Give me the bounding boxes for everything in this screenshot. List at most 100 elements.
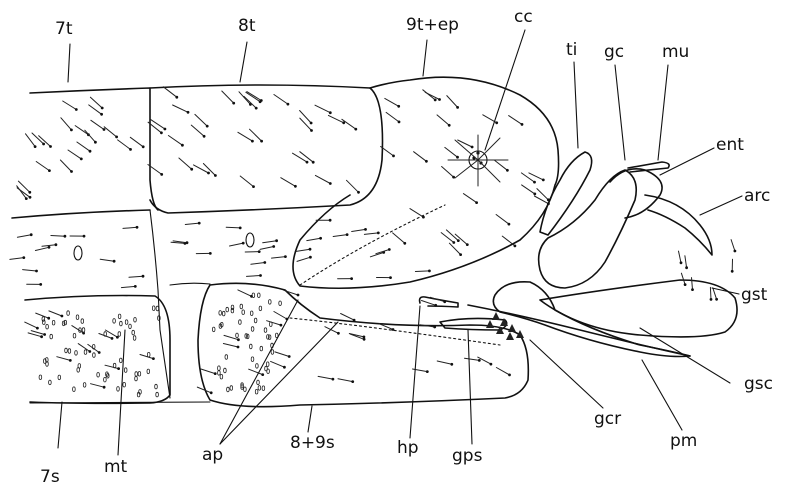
sternite-stippling xyxy=(39,293,281,397)
pore xyxy=(79,328,82,333)
seta-socket xyxy=(239,227,242,230)
pore xyxy=(82,328,85,333)
seta xyxy=(271,361,285,367)
seta xyxy=(173,105,188,112)
pore xyxy=(135,376,138,381)
pore xyxy=(133,336,136,341)
seta xyxy=(495,161,508,171)
pore xyxy=(212,327,215,332)
seta xyxy=(297,257,310,261)
seta-socket xyxy=(377,232,380,235)
seta-socket xyxy=(332,378,335,381)
pore xyxy=(125,320,128,325)
seta-socket xyxy=(80,158,83,161)
pore xyxy=(270,322,273,327)
seta-socket xyxy=(452,241,455,244)
seta-socket xyxy=(471,146,474,149)
seta-socket xyxy=(433,326,436,329)
pore xyxy=(65,348,68,353)
seta-socket xyxy=(542,179,545,182)
pore xyxy=(231,308,234,313)
seta xyxy=(422,301,436,306)
seta xyxy=(60,160,71,172)
seta xyxy=(17,188,30,198)
labels: 7t 8t 9t+ep cc ti gc mu ent arc gst gsc … xyxy=(40,7,773,485)
seta xyxy=(364,233,378,235)
seta-socket xyxy=(426,370,429,373)
seta xyxy=(342,119,356,129)
seta xyxy=(284,290,298,295)
seta-socket xyxy=(297,294,300,297)
pore xyxy=(147,352,150,357)
seta-socket xyxy=(39,283,42,286)
seta-socket xyxy=(55,243,58,246)
seta-socket xyxy=(232,102,235,105)
seta-socket xyxy=(186,241,189,244)
pore xyxy=(124,368,127,373)
seta xyxy=(328,115,343,122)
seta xyxy=(445,147,458,157)
pore xyxy=(156,306,159,311)
seta xyxy=(75,126,88,135)
pore xyxy=(117,387,120,392)
pore xyxy=(258,386,261,391)
seta-socket xyxy=(98,351,101,354)
pore xyxy=(220,374,223,379)
seta xyxy=(130,137,143,147)
seta-socket xyxy=(40,335,43,338)
seta-socket xyxy=(715,298,718,301)
seta xyxy=(267,321,281,325)
seta xyxy=(222,91,234,103)
seta-socket xyxy=(111,337,114,340)
pore xyxy=(84,350,87,355)
seta-socket xyxy=(34,145,37,148)
label-7t: 7t xyxy=(55,19,73,39)
pore xyxy=(83,383,86,388)
seta-socket xyxy=(134,285,137,288)
seta-socket xyxy=(214,372,217,375)
seta-socket xyxy=(459,253,462,256)
seta-socket xyxy=(466,243,469,246)
seta xyxy=(502,236,515,246)
seta-socket xyxy=(354,128,357,131)
seta xyxy=(191,125,204,136)
seta-socket xyxy=(287,103,290,106)
seta xyxy=(201,369,215,374)
seta xyxy=(463,194,476,203)
seta-socket xyxy=(478,359,481,362)
seta-socket xyxy=(353,319,356,322)
pore xyxy=(73,387,76,392)
seta xyxy=(315,105,330,113)
seta-socket xyxy=(364,228,367,231)
tergite-9-epiproct xyxy=(293,77,559,288)
pore xyxy=(152,306,155,311)
pore xyxy=(123,382,126,387)
seta xyxy=(338,379,353,382)
seta-socket xyxy=(209,252,212,255)
spiracle-7 xyxy=(74,246,82,260)
seta xyxy=(410,209,424,218)
seta-socket xyxy=(160,173,163,176)
seta-socket xyxy=(357,191,360,194)
label-mt: mt xyxy=(104,457,128,477)
seta-socket xyxy=(448,124,451,127)
seta xyxy=(441,233,454,243)
seta xyxy=(230,243,244,246)
seta-socket xyxy=(284,255,287,258)
label-ti: ti xyxy=(566,40,577,60)
seta-socket xyxy=(258,250,261,253)
seta xyxy=(118,140,131,150)
seta xyxy=(731,240,735,251)
seta-socket xyxy=(309,248,312,251)
pore xyxy=(239,320,242,325)
seta-socket xyxy=(69,359,72,362)
label-7s: 7s xyxy=(40,467,60,485)
sternal-membrane xyxy=(170,283,210,285)
pore xyxy=(58,375,61,380)
seta-socket xyxy=(29,196,32,199)
seta-socket xyxy=(259,274,262,277)
seta xyxy=(105,365,119,368)
pore xyxy=(147,369,150,374)
seta-socket xyxy=(142,145,145,148)
